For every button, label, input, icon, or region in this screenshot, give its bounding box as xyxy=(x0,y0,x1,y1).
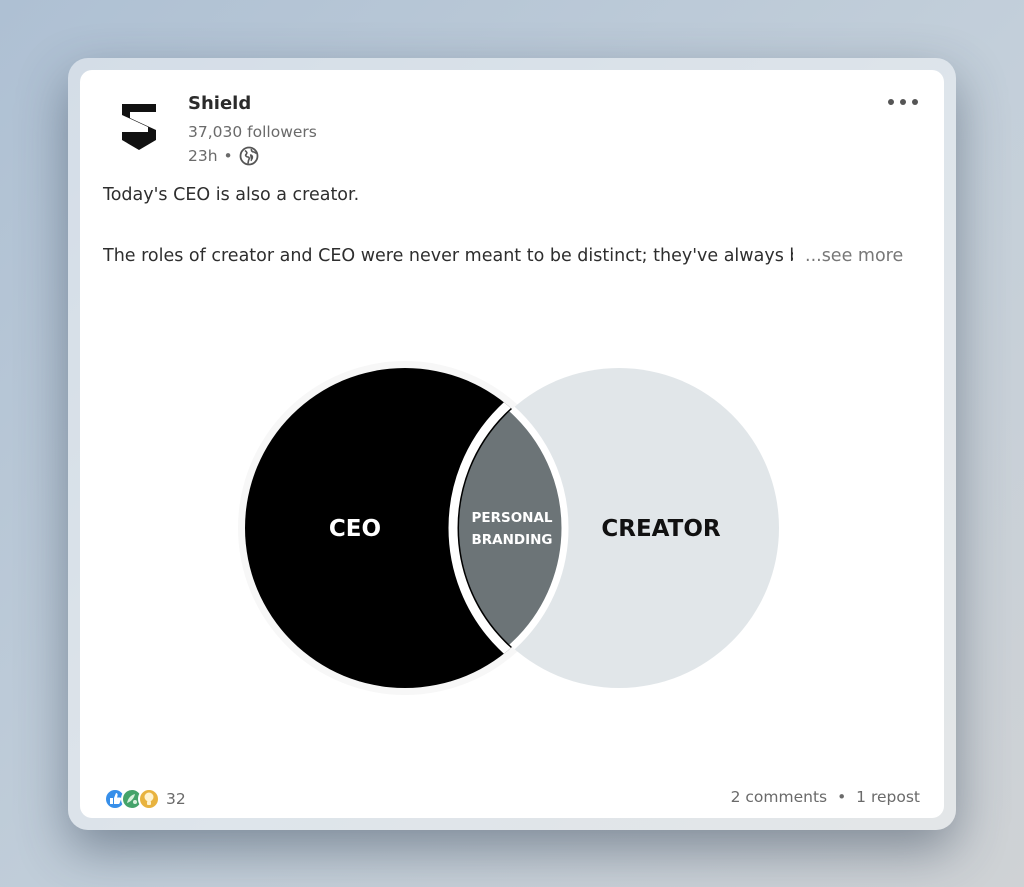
reposts-link[interactable]: 1 repost xyxy=(856,788,920,806)
celebrate-icon xyxy=(121,788,143,810)
meta-separator: • xyxy=(223,147,233,165)
reaction-icons xyxy=(104,788,160,810)
insightful-icon xyxy=(138,788,160,810)
venn-diagram-image[interactable]: CEO CREATOR PERSONAL BRANDING xyxy=(230,350,790,700)
venn-overlap-border xyxy=(448,368,565,688)
reactions-summary[interactable]: 32 xyxy=(104,786,186,812)
engagement-summary: 2 comments • 1 repost xyxy=(731,788,920,806)
venn-overlap-inner-border xyxy=(459,368,569,688)
like-icon xyxy=(104,788,126,810)
engagement-separator: • xyxy=(837,788,847,806)
venn-overlap-label-line-1: PERSONAL xyxy=(471,510,552,526)
reaction-count: 32 xyxy=(166,790,186,808)
venn-ceo-label: CEO xyxy=(329,516,381,542)
follower-count: 37,030 followers xyxy=(188,123,317,141)
more-options-icon xyxy=(888,99,918,105)
more-options-button[interactable] xyxy=(882,90,924,114)
post-meta: 23h • xyxy=(188,146,259,166)
post-text-line-1: Today's CEO is also a creator. xyxy=(103,185,360,205)
comments-link[interactable]: 2 comments xyxy=(730,788,828,806)
post-text-line-2: The roles of creator and CEO were never … xyxy=(103,246,913,266)
post-text-truncated: The roles of creator and CEO were never … xyxy=(103,246,793,266)
venn-overlap-label-line-2: BRANDING xyxy=(471,532,552,548)
post-time: 23h xyxy=(188,147,218,165)
see-more-link[interactable]: ...see more xyxy=(805,246,904,266)
author-name[interactable]: Shield xyxy=(188,93,252,114)
globe-icon xyxy=(239,146,259,166)
venn-creator-label: CREATOR xyxy=(601,516,721,542)
company-logo[interactable] xyxy=(110,96,168,154)
venn-overlap xyxy=(459,368,565,688)
